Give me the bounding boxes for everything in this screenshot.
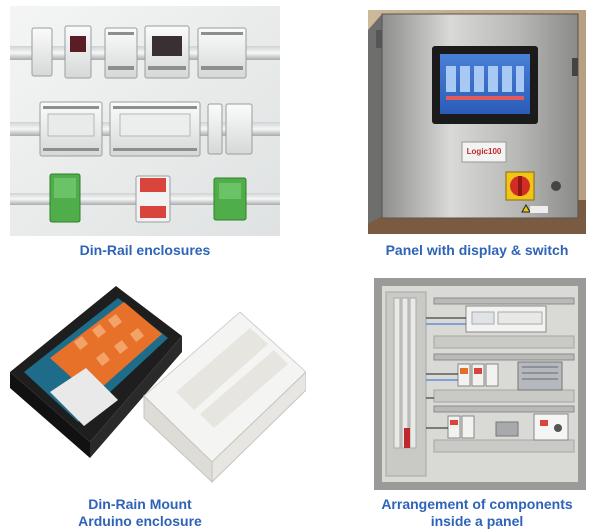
caption-arduino-enclosure-line1: Din-Rain Mount: [88, 496, 192, 512]
panel-components-photo: [374, 278, 586, 490]
din-rail-enclosures-photo: [10, 6, 280, 236]
caption-arrangement-line2: inside a panel: [430, 513, 524, 529]
caption-arrangement-line1: Arrangement of components: [381, 496, 573, 512]
din-module-row-1: [31, 25, 247, 79]
din-module-row-2: [39, 101, 253, 157]
caption-panel-display-switch: Panel with display & switch: [385, 242, 569, 258]
din-module-row-3: [49, 173, 247, 223]
caption-arduino-enclosure-line2: Arduino enclosure: [78, 513, 202, 529]
panel-with-display-photo: Logic100: [368, 10, 586, 234]
logic100-logo: Logic100: [467, 147, 502, 156]
arduino-enclosure-photo: [6, 272, 306, 492]
caption-din-rail-enclosures: Din-Rail enclosures: [79, 242, 211, 258]
